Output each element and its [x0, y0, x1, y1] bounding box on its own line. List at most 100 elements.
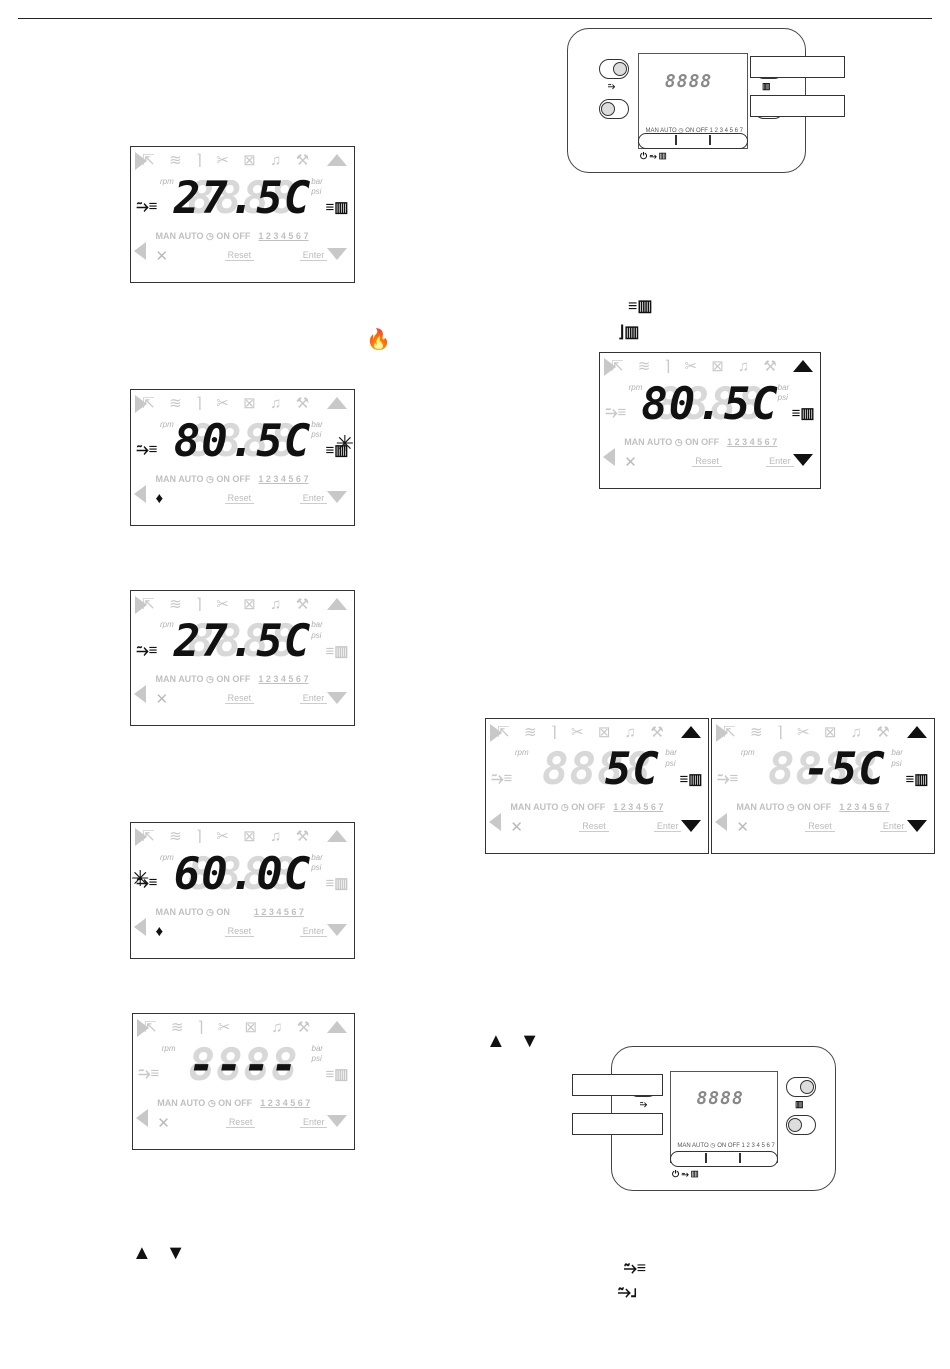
wifi-icon: ≋: [169, 151, 182, 169]
down-arrow-icon: [793, 454, 814, 467]
reset-label: Reset: [579, 821, 609, 832]
wrench-icon: ⚒: [296, 1018, 311, 1036]
bell-icon: ♫: [271, 1018, 283, 1036]
wrench-icon: ⚒: [650, 723, 664, 741]
down-arrow-icon: [327, 1115, 348, 1128]
bell-icon: ♫: [270, 151, 282, 169]
up-arrow-icon: [327, 597, 348, 610]
wrench-icon: ⚒: [295, 151, 310, 169]
wifi-icon: ≋: [169, 394, 182, 412]
reset-label: Reset: [224, 693, 255, 704]
enter-label: Enter: [299, 250, 328, 261]
wrench-icon: ⚒: [876, 723, 890, 741]
dhw-down-button[interactable]: [599, 99, 629, 119]
ghost-digits: 8888: [188, 1039, 299, 1091]
x-box-icon: ⊠: [597, 723, 611, 741]
left-arrow-icon: [134, 241, 147, 260]
up-arrow-icon: [327, 396, 348, 409]
rpm-label: rpm: [628, 382, 643, 392]
up-arrow-icon: [793, 359, 814, 372]
fan-off-icon: ✂: [217, 1018, 231, 1036]
bell-icon: ♫: [624, 723, 636, 741]
radiator-icon: ≡▥: [325, 875, 349, 893]
wifi-icon: ≋: [749, 723, 763, 741]
power-tap-radiator-icons: ⏻ ⥲ ▥: [672, 1169, 699, 1179]
heating-up-button[interactable]: [786, 1077, 816, 1097]
rpm-label: rpm: [159, 419, 174, 429]
tap-icon: ⥲≡: [136, 198, 158, 216]
up-arrow-icon: [907, 725, 928, 738]
ghost-digits: 8888: [542, 744, 652, 796]
x-box-icon: ⊠: [711, 357, 724, 375]
heating-radiator-icon: ≡▥: [628, 298, 653, 315]
flame-off-icon: ✕: [736, 819, 749, 837]
mini-mode-row: MAN AUTO ◷ ON OFF 1 2 3 4 5 6 7: [645, 128, 744, 135]
radiator-icon: ▥: [762, 81, 771, 91]
enter-label: Enter: [299, 926, 328, 937]
x-box-icon: ⊠: [243, 394, 256, 412]
mini-mode-row: MAN AUTO ◷ ON OFF 1 2 3 4 5 6 7: [677, 1143, 775, 1150]
right-arrow-icon: [135, 152, 148, 171]
ghost-digits: 8888: [187, 616, 298, 668]
temperature-value: 27.5C: [173, 616, 312, 668]
external-link-icon: ⇱: [144, 1018, 157, 1036]
wifi-icon: ≋: [523, 723, 537, 741]
radiator-icon: ≡▥: [791, 405, 815, 423]
x-box-icon: ⊠: [244, 1018, 258, 1036]
wifi-icon: ≋: [169, 827, 182, 845]
mode-button[interactable]: [638, 133, 748, 149]
enter-label: Enter: [653, 821, 682, 832]
external-link-icon: ⇱: [142, 595, 155, 613]
tap-icon: ⥲≡: [491, 769, 513, 787]
heating-down-button[interactable]: [786, 1115, 816, 1135]
right-arrow-icon: [604, 358, 617, 377]
blink-burst-icon: ✳: [131, 866, 150, 892]
bell-icon: ♫: [850, 723, 862, 741]
left-arrow-icon: [134, 684, 147, 703]
callout-box-lower: [750, 95, 845, 117]
wifi-icon: ≋: [169, 595, 182, 613]
down-arrow-icon: [327, 248, 348, 261]
flame-off-icon: ✕: [155, 691, 169, 709]
left-arrow-icon: [715, 812, 728, 831]
left-arrow-icon: [134, 917, 147, 936]
wrench-icon: ⚒: [295, 595, 310, 613]
boiler-control-panel-1: ⥲ 8888 MAN AUTO ◷ ON OFF 1 2 3 4 5 6 7 ▥…: [567, 28, 806, 173]
fan-off-icon: ✂: [216, 595, 229, 613]
x-box-icon: ⊠: [823, 723, 837, 741]
dhw-up-button[interactable]: [599, 59, 629, 79]
enter-label: Enter: [766, 456, 794, 467]
chimney-icon: ⌉: [196, 151, 202, 169]
mini-ghost-digits: 8888: [664, 70, 713, 92]
temperature-value: -5C: [803, 744, 886, 796]
reset-label: Reset: [692, 456, 722, 467]
wrench-icon: ⚒: [295, 394, 310, 412]
ghost-digits: 8888: [187, 172, 298, 224]
radiator-icon: ≡▥: [679, 770, 703, 788]
mode-button[interactable]: [670, 1151, 778, 1167]
flame-off-icon: ✕: [155, 247, 169, 265]
reset-label: Reset: [224, 493, 255, 504]
external-link-icon: ⇱: [142, 151, 155, 169]
x-box-icon: ⊠: [243, 151, 256, 169]
fan-off-icon: ✂: [684, 357, 698, 375]
blink-burst-icon: ✳: [335, 430, 354, 456]
reset-label: Reset: [805, 821, 835, 832]
up-arrow-icon: [327, 1020, 348, 1033]
x-box-icon: ⊠: [243, 827, 256, 845]
up-arrow-icon: [681, 725, 702, 738]
tap-icon: ⥲: [640, 1099, 648, 1109]
rpm-label: rpm: [740, 748, 755, 758]
radiator-icon: ≡▥: [905, 770, 929, 788]
up-down-arrows: ▲▼: [132, 1242, 200, 1264]
down-arrow-icon: [327, 491, 348, 504]
tap-icon: ⥲≡: [717, 769, 739, 787]
